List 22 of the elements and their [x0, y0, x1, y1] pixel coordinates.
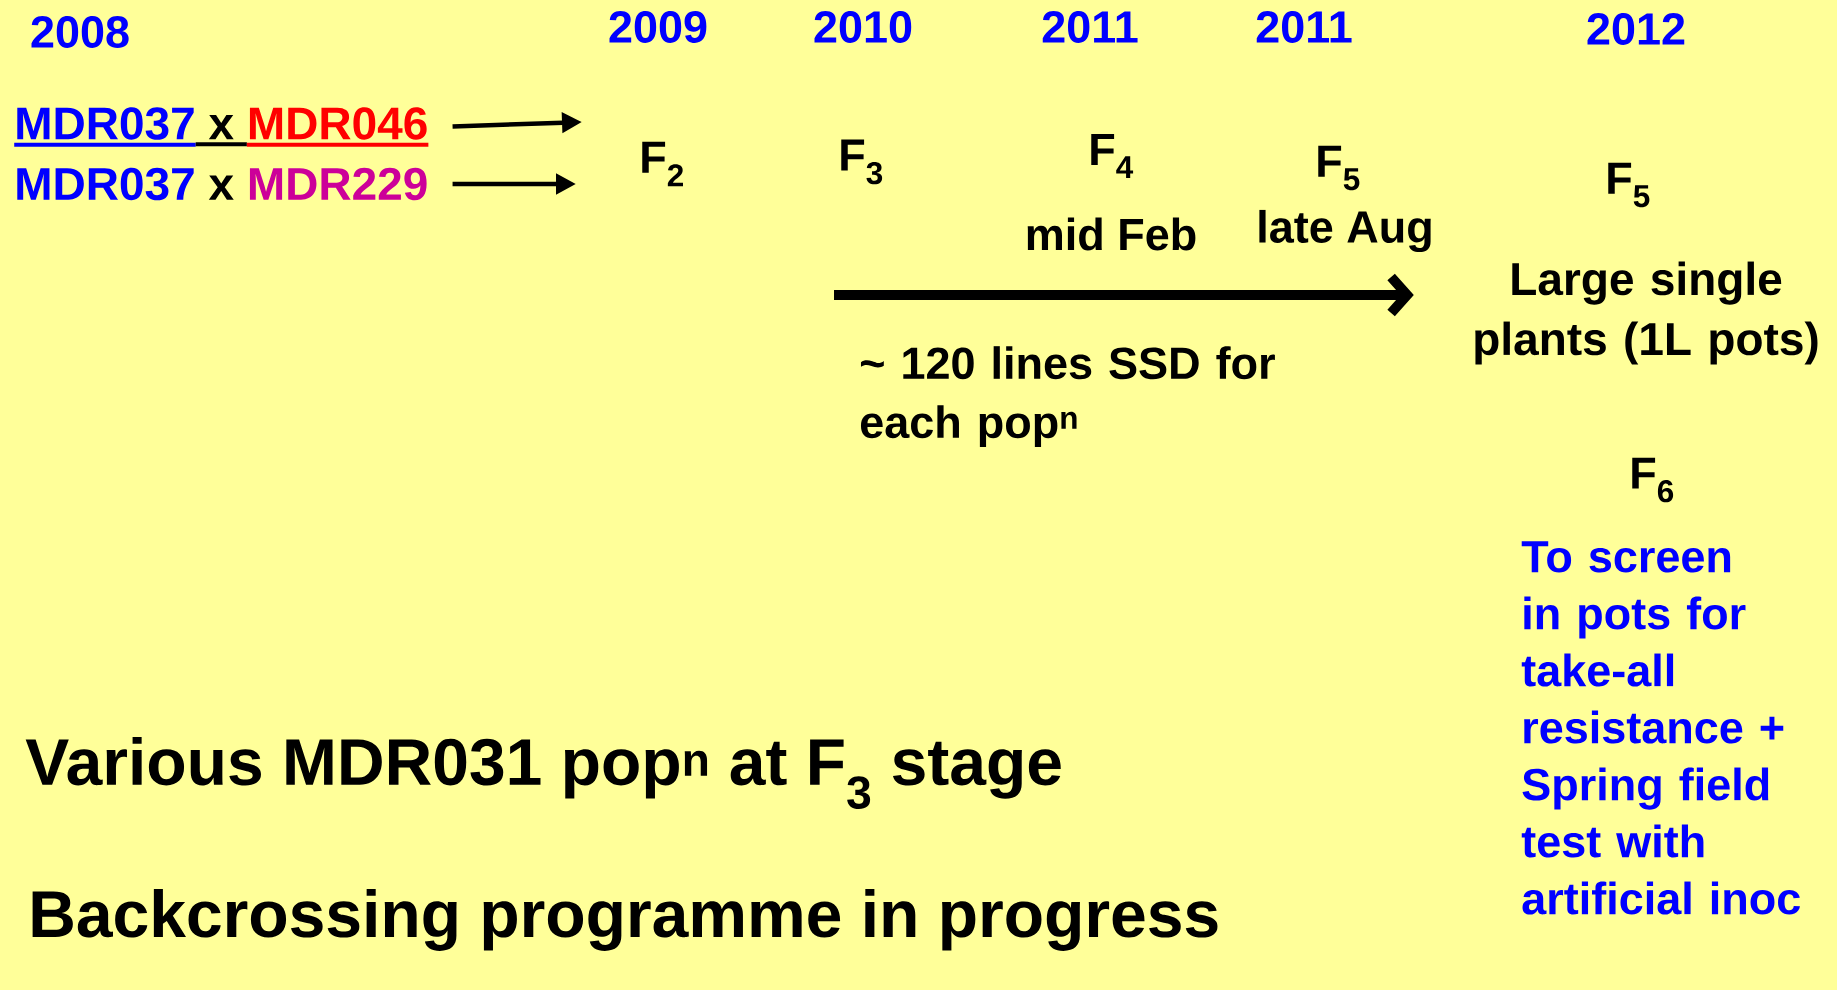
stage-label: F$_{5}$: [1608, 162, 1650, 208]
note-text: ~ 120 lines SSD for each pop$^{n}$: [860, 346, 1275, 448]
arrow: [834, 273, 1414, 317]
stage-label: F$_{5}$: [1318, 145, 1360, 191]
note-text: Various MDR031 pop$^{n}$ at F$_{3}$ stage: [25, 736, 1061, 809]
note-text: To screen in pots for take-all resistance + Spring field test with artificial inoc: [1521, 541, 1800, 915]
stage-text: Large single plants (1L pots): [1475, 261, 1818, 365]
year-label: 2012: [1587, 13, 1685, 45]
stage-label: F$_{2}$: [642, 141, 683, 187]
cross-label: MDR037 x MDR046: [14, 107, 429, 147]
year-label: 2008: [31, 16, 129, 48]
cross-label: MDR037 x MDR229: [17, 167, 427, 201]
stage-label: F$_{3}$: [841, 139, 883, 185]
year-label: 2011: [1042, 11, 1138, 43]
year-label: 2011: [1256, 11, 1352, 43]
year-label: 2010: [814, 11, 912, 43]
stage-label: late Aug: [1259, 209, 1431, 253]
stage-label: mid Feb: [1027, 217, 1196, 251]
stage-label: F$_{6}$: [1632, 457, 1674, 503]
note-text: Backcrossing programme in progress: [32, 889, 1218, 951]
year-label: 2009: [609, 11, 707, 43]
stage-label: F$_{4}$: [1091, 133, 1134, 178]
